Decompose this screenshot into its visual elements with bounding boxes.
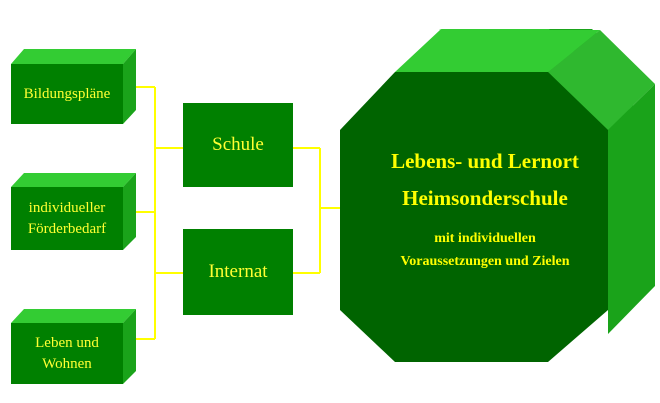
cube-label-line: Wohnen [42,355,92,372]
octagon-subtitle-line1: mit individuellen [434,230,536,246]
cube-label-bildungsplaene: Bildungspläne [11,64,123,124]
octagon-heimsonderschule [340,29,655,362]
cube-label-line: individueller [28,200,106,217]
octagon-title-line2: Heimsonderschule [402,185,568,210]
connector-left [136,86,183,340]
cube-bildungsplaene [11,49,136,124]
octagon-text: Lebens- und Lernort Heimsonderschule mit… [340,128,630,288]
cube-label-leben-wohnen: Leben und Wohnen [11,323,123,384]
cube-label-line: Förderbedarf [27,220,107,237]
cube-label-line: Leben und [35,335,99,352]
box-schule [183,103,293,187]
cube-label-line: Bildungspläne [23,85,111,102]
octagon-subtitle-line2: Voraussetzungen und Zielen [400,253,570,269]
box-internat [183,229,293,315]
cube-leben-wohnen [11,309,136,384]
connector-right [293,147,340,274]
octagon-title-line1: Lebens- und Lernort [391,149,579,174]
box-label-schule: Schule [212,134,264,155]
cube-foerderbedarf [11,173,136,250]
box-label-internat: Internat [208,261,268,282]
cube-label-foerderbedarf: individueller Förderbedarf [11,187,123,250]
